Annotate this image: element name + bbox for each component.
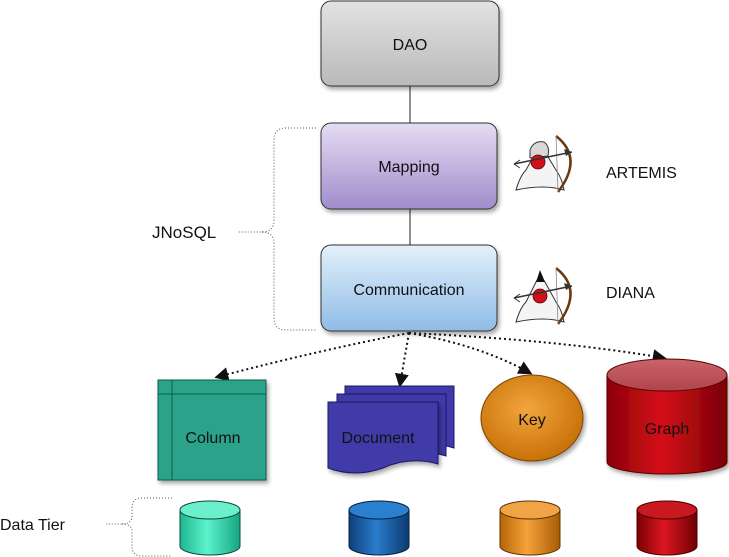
dao-layer: DAO: [320, 0, 500, 87]
arrow-to-column: [214, 332, 410, 381]
arrow-to-key: [408, 332, 533, 375]
communication-label: Communication: [353, 282, 464, 299]
data-tier-bracket: Data Tier: [0, 497, 172, 557]
arrow-to-graph: [408, 332, 667, 363]
communication-layer: Communication: [320, 244, 498, 332]
dao-label: DAO: [393, 37, 428, 54]
artemis-label: ARTEMIS: [606, 165, 677, 182]
column-label: Column: [185, 430, 240, 447]
document-database: Document: [327, 385, 455, 474]
artemis-mascot-icon: [513, 135, 573, 193]
diana-mascot-icon: [513, 267, 573, 325]
jnosql-bracket: JNoSQL: [152, 127, 316, 331]
arrow-to-document: [394, 332, 410, 388]
graph-label: Graph: [645, 421, 689, 438]
column-database: Column: [157, 379, 267, 481]
graph-database: Graph: [606, 358, 728, 475]
key-storage-cylinder: [499, 500, 561, 556]
document-storage-cylinder: [348, 500, 410, 556]
key-label: Key: [518, 412, 546, 429]
mapping-layer: Mapping: [320, 122, 498, 210]
document-label: Document: [342, 430, 415, 447]
diana-label: DIANA: [606, 285, 655, 302]
graph-storage-cylinder: [636, 500, 698, 556]
data-tier-label: Data Tier: [0, 517, 66, 534]
key-database: Key: [480, 374, 584, 462]
column-storage-cylinder: [179, 500, 241, 556]
mapping-label: Mapping: [378, 159, 439, 176]
jnosql-label: JNoSQL: [152, 223, 216, 242]
